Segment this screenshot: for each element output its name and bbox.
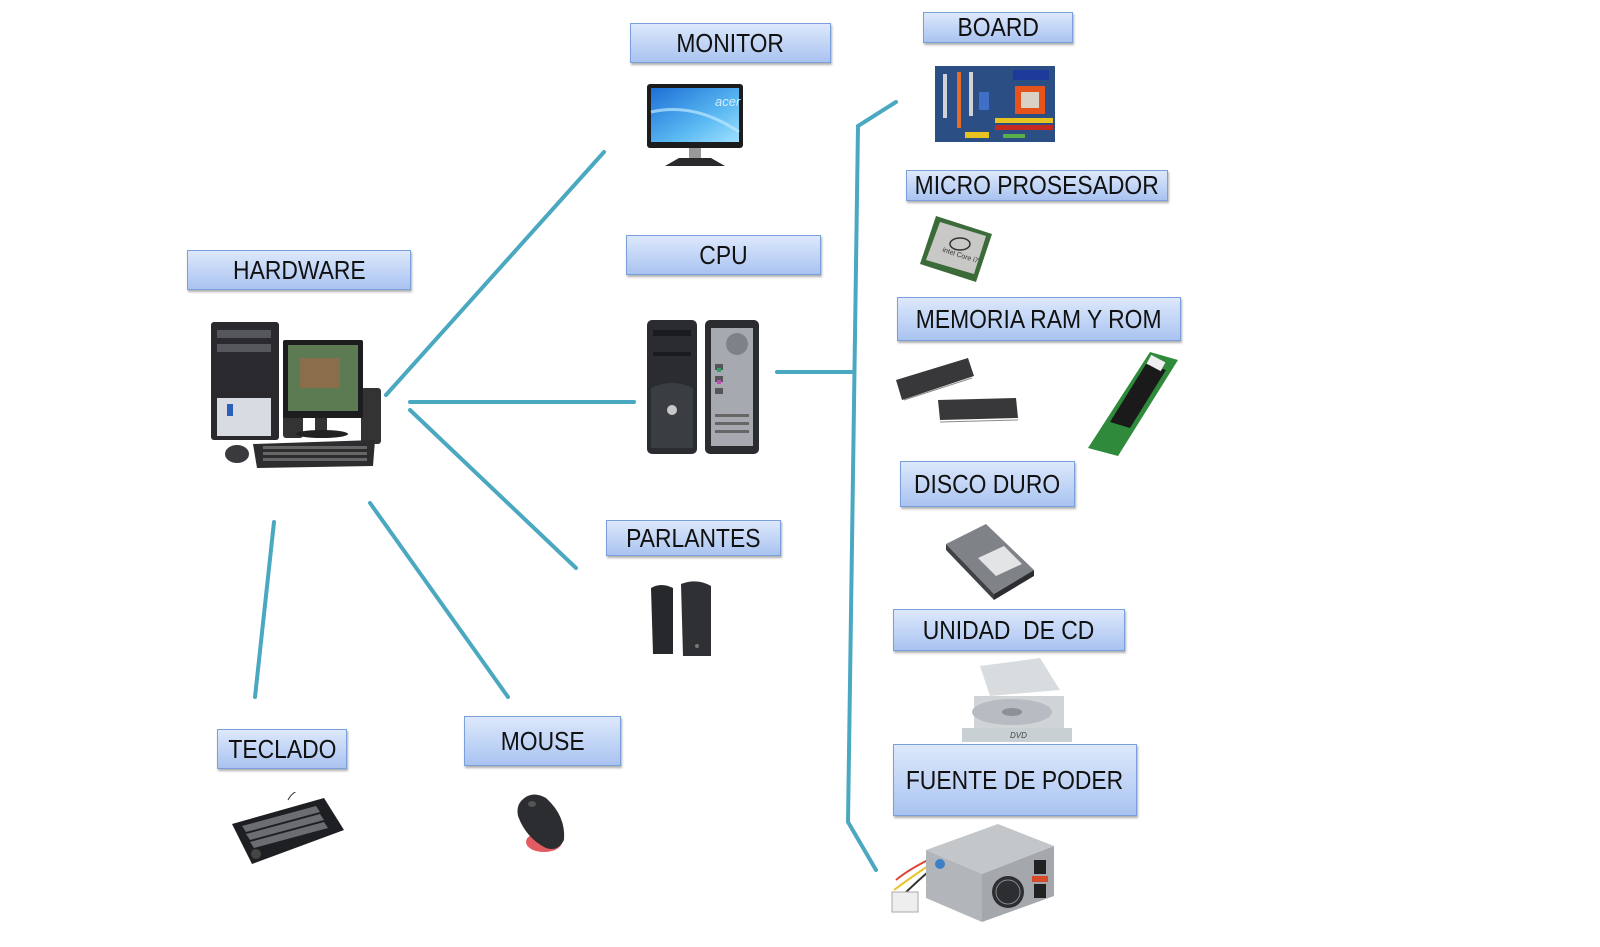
connector-hardware-mouse — [368, 501, 510, 699]
connector-hardware-teclado — [253, 520, 276, 699]
label-disco-duro: DISCO DURO — [900, 461, 1075, 507]
monitor-brand-text: acer — [715, 94, 741, 109]
power-supply-icon — [891, 824, 1054, 922]
label-micro-prosesador: MICRO PROSESADOR — [906, 170, 1168, 201]
speakers-icon — [651, 581, 711, 656]
cd-drive-text: DVD — [1010, 731, 1027, 740]
label-parlantes: PARLANTES — [606, 520, 781, 556]
hard-disk-icon — [946, 524, 1034, 600]
connector-hardware-parlantes — [408, 408, 578, 570]
cd-drive-icon: DVD — [962, 658, 1072, 742]
label-memoria-ram-rom: MEMORIA RAM Y ROM — [897, 297, 1181, 341]
label-fuente-de-poder: FUENTE DE PODER — [893, 744, 1137, 816]
label-unidad-de-cd: UNIDAD DE CD — [893, 609, 1125, 651]
label-monitor: MONITOR — [630, 23, 831, 63]
label-board: BOARD — [923, 12, 1073, 43]
memory-chip-icon — [896, 352, 1178, 456]
processor-chip-icon: intel Core i7 — [920, 216, 992, 282]
connector-cpu-children-bracket — [845, 100, 898, 872]
label-hardware: HARDWARE — [187, 250, 411, 290]
mouse-icon — [517, 794, 565, 852]
desktop-computer-icon — [211, 322, 381, 468]
connector-hardware-monitor — [384, 150, 606, 397]
motherboard-icon — [935, 66, 1055, 142]
label-teclado: TECLADO — [217, 729, 347, 769]
label-cpu: CPU — [626, 235, 821, 275]
keyboard-icon — [232, 792, 344, 864]
monitor-icon: acer — [647, 84, 743, 166]
cpu-tower-icon — [647, 320, 759, 454]
label-mouse: MOUSE — [464, 716, 621, 766]
